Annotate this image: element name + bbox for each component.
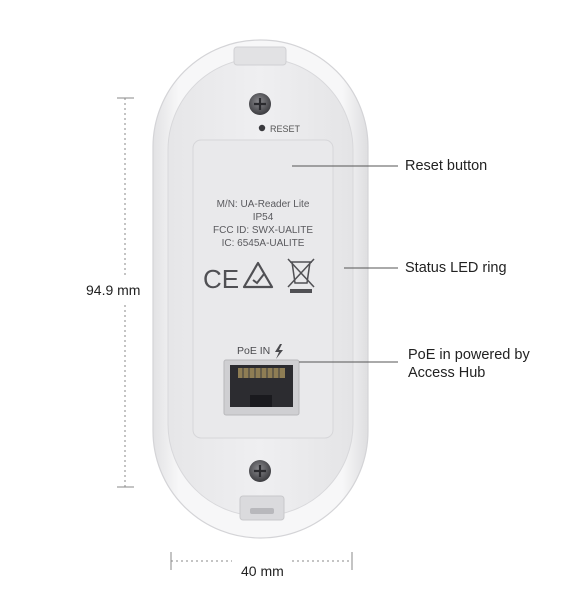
status-led-callout: Status LED ring [405,260,507,276]
top-clip [233,46,287,66]
lightning-icon [275,344,283,359]
poe-callout-line2: Access Hub [408,365,486,381]
model-text: M/N: UA-Reader Lite [217,199,310,210]
height-label: 94.9 mm [86,282,141,298]
width-dimension [170,552,353,570]
rj45-port-icon[interactable] [223,359,300,416]
ip-text: IP54 [253,212,274,223]
poe-callout-line1: PoE in powered by [408,347,530,363]
height-dimension [117,97,134,488]
reset-label: RESET [270,124,301,134]
poe-in-label: PoE IN [237,345,270,357]
rcm-mark-icon [242,261,274,289]
weee-bin-icon [287,258,315,293]
reset-hole[interactable] [258,124,266,132]
ce-mark-icon: CE [203,264,239,294]
screw-icon [249,93,271,115]
ic-text: IC: 6545A-UALITE [222,238,305,249]
width-label: 40 mm [241,563,284,579]
reset-button-callout: Reset button [405,158,488,174]
fcc-text: FCC ID: SWX-UALITE [213,225,313,236]
screw-icon [249,460,271,482]
